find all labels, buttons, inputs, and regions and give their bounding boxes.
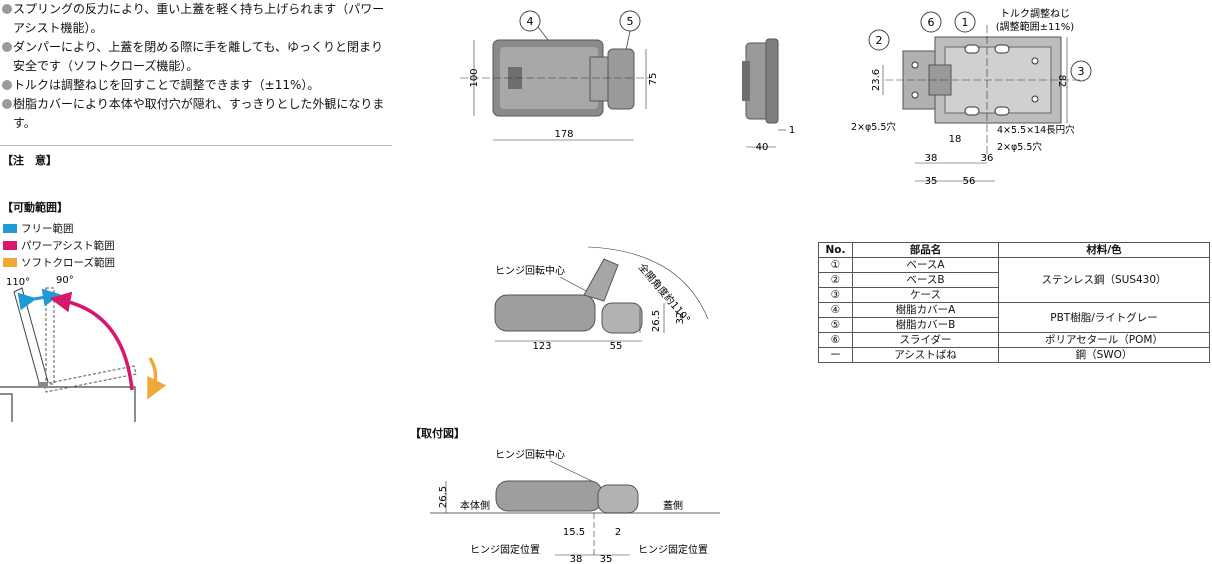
- callout-5: 5: [627, 15, 634, 28]
- base-view-drawing: トルク調整ねじ (調整範囲±11%) 2 6 1 3 23.6 82 2×φ5.…: [851, 7, 1092, 187]
- col-header: No.: [818, 242, 853, 258]
- callout-6: 6: [928, 16, 935, 29]
- callout-1: 1: [962, 16, 969, 29]
- parts-table: No. 部品名 材料/色 ① ベースA ステンレス鋼（SUS430） ② ベース…: [818, 242, 1210, 363]
- part-name: アシストばね: [852, 347, 999, 363]
- part-name: 樹脂カバーA: [852, 302, 999, 318]
- dim-178: 178: [554, 129, 573, 140]
- mount-dim-2: 2: [615, 527, 621, 538]
- fix-left-label: ヒンジ固定位置: [470, 543, 540, 556]
- hinge-center-label: ヒンジ回転中心: [495, 264, 565, 277]
- part-no: ④: [818, 302, 853, 318]
- part-no: ①: [818, 257, 853, 273]
- hole-left-label: 2×φ5.5穴: [851, 121, 896, 133]
- mount-dim-35: 35: [600, 554, 613, 564]
- legend-assist: パワーアシスト範囲: [3, 237, 115, 254]
- range-legend: フリー範囲 パワーアシスト範囲 ソフトクローズ範囲: [3, 220, 115, 271]
- lid-side-label: 蓋側: [663, 499, 683, 512]
- part-no: ③: [818, 287, 853, 303]
- fix-right-label: ヒンジ固定位置: [638, 543, 708, 556]
- dim-1: 1: [789, 125, 795, 136]
- callout-3: 3: [1078, 65, 1085, 78]
- dim-26-5: 26.5: [651, 310, 662, 332]
- hole-right-label: 2×φ5.5穴: [997, 141, 1042, 153]
- legend-swatch: [3, 224, 17, 233]
- range-title: 【可動範囲】: [2, 201, 68, 214]
- table-row: ① ベースA ステンレス鋼（SUS430）: [818, 257, 1210, 303]
- mount-title: 【取付図】: [410, 427, 465, 440]
- divider: [0, 145, 392, 146]
- part-no: ②: [818, 272, 853, 288]
- table-row: ④ 樹脂カバーA PBT樹脂/ライトグレー: [818, 302, 1210, 333]
- part-name: ベースB: [852, 272, 999, 288]
- dim-82: 82: [1056, 75, 1067, 88]
- part-material: 鋼（SWO）: [998, 347, 1210, 363]
- legend-label: ソフトクローズ範囲: [21, 257, 115, 269]
- table-row: ー アシストばね 鋼（SWO）: [818, 347, 1210, 363]
- mount-dim-15-5: 15.5: [563, 527, 585, 538]
- caution-title: 【注 意】: [2, 154, 57, 167]
- dim-123: 123: [532, 341, 551, 352]
- open-view-drawing: ヒンジ回転中心 全開角度約110° 26.5 32 123 55: [494, 246, 709, 352]
- part-material: PBT樹脂/ライトグレー: [998, 302, 1210, 333]
- dim-23-6: 23.6: [871, 69, 882, 91]
- legend-label: フリー範囲: [21, 223, 74, 235]
- dim-55: 55: [610, 341, 623, 352]
- dim-36: 36: [981, 153, 994, 164]
- feature-item: スプリングの反力により、重い上蓋を軽く持ち上げられます（パワーアシスト機能）。: [2, 0, 392, 38]
- range-diagram: 110° 90°: [0, 275, 167, 422]
- part-no: ー: [818, 347, 853, 363]
- angle-110-label: 110°: [6, 277, 30, 288]
- legend-swatch: [3, 241, 17, 250]
- table-header-row: No. 部品名 材料/色: [818, 242, 1210, 258]
- callout-2: 2: [876, 34, 883, 47]
- dim-56: 56: [963, 176, 976, 187]
- dim-75: 75: [648, 73, 659, 86]
- col-header: 部品名: [852, 242, 999, 258]
- legend-free: フリー範囲: [3, 220, 115, 237]
- part-no: ⑤: [818, 317, 853, 333]
- part-name: スライダー: [852, 332, 999, 348]
- dim-40: 40: [756, 142, 769, 153]
- angle-90-label: 90°: [56, 275, 74, 286]
- callout-4: 4: [527, 15, 534, 28]
- top-view-drawing: 4 5 100 75 178: [460, 10, 659, 141]
- part-name: ベースA: [852, 257, 999, 273]
- body-side-label: 本体側: [460, 499, 490, 512]
- dim-18: 18: [949, 134, 962, 145]
- col-header: 材料/色: [998, 242, 1210, 258]
- dim-35: 35: [925, 176, 938, 187]
- part-no: ⑥: [818, 332, 853, 348]
- side-view-drawing: 40 1: [742, 38, 795, 153]
- torque-label: トルク調整ねじ: [1000, 7, 1070, 20]
- table-row: ⑥ スライダー ポリアセタール（POM）: [818, 332, 1210, 348]
- feature-list: スプリングの反力により、重い上蓋を軽く持ち上げられます（パワーアシスト機能）。 …: [2, 0, 392, 133]
- part-name: 樹脂カバーB: [852, 317, 999, 333]
- feature-item: トルクは調整ねじを回すことで調整できます（±11%）。: [2, 76, 392, 95]
- table-row: ③ ケース: [818, 287, 1210, 303]
- part-material: ステンレス鋼（SUS430）: [998, 257, 1210, 303]
- part-name: ケース: [852, 287, 999, 303]
- feature-item: ダンパーにより、上蓋を閉める際に手を離しても、ゆっくりと閉まり安全です（ソフトク…: [2, 38, 392, 76]
- part-material: ポリアセタール（POM）: [998, 332, 1210, 348]
- mount-hinge-center-label: ヒンジ回転中心: [495, 448, 565, 461]
- mount-drawing: ヒンジ回転中心 26.5 本体側 蓋側 15.5 2 ヒンジ固定位置 ヒンジ固定…: [430, 448, 720, 564]
- legend-label: パワーアシスト範囲: [21, 240, 115, 252]
- torque-range: (調整範囲±11%): [996, 20, 1075, 33]
- hole-slot-label: 4×5.5×14長円穴: [997, 124, 1075, 136]
- dim-100: 100: [469, 68, 480, 87]
- dim-38: 38: [925, 153, 938, 164]
- mount-dim-26-5: 26.5: [438, 486, 449, 508]
- mount-dim-38: 38: [570, 554, 583, 564]
- dim-32: 32: [675, 312, 686, 325]
- legend-swatch: [3, 258, 17, 267]
- legend-softclose: ソフトクローズ範囲: [3, 254, 115, 271]
- feature-item: 樹脂カバーにより本体や取付穴が隠れ、すっきりとした外観になります。: [2, 95, 392, 133]
